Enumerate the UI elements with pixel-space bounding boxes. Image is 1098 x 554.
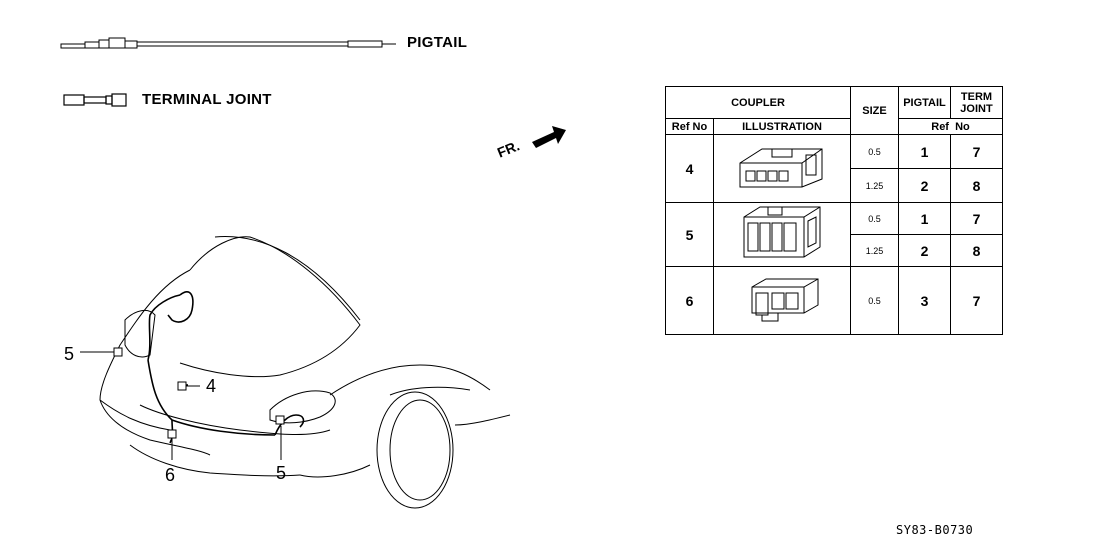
coupler-5-icon: [743, 206, 821, 258]
header-coupler: COUPLER: [665, 86, 851, 119]
callout-leaders: [80, 347, 285, 460]
connector-5-right-marker: [275, 415, 285, 425]
row-term: 7: [950, 202, 1003, 235]
row-pigtail: 1: [898, 202, 951, 235]
callout-4: 4: [206, 376, 217, 396]
coupler-4-icon: [739, 148, 823, 188]
coupler-illustration-5: [713, 202, 851, 267]
header-illustration: ILLUSTRATION: [713, 118, 851, 135]
header-term-line2: JOINT: [960, 102, 993, 115]
callout-5-left: 5: [64, 344, 75, 364]
coupler-illustration-4: [713, 134, 851, 203]
header-ref-no-spaced: Ref No: [898, 118, 1003, 135]
header-ref-no: Ref No: [665, 118, 714, 135]
row-term: 8: [950, 168, 1003, 203]
header-term-joint: TERM JOINT: [950, 86, 1003, 119]
row-pigtail: 1: [898, 134, 951, 169]
pigtail-icon: [60, 37, 396, 49]
row-pigtail: 2: [898, 234, 951, 267]
pigtail-label: PIGTAIL: [407, 34, 468, 51]
row-pigtail: 2: [898, 168, 951, 203]
callout-6: 6: [165, 465, 176, 485]
row-size: 1.25: [850, 168, 899, 203]
row-term: 7: [950, 134, 1003, 169]
connector-6-marker: [167, 429, 177, 439]
header-term-line1: TERM: [960, 90, 993, 103]
row-size: 0.5: [850, 134, 899, 169]
header-pigtail: PIGTAIL: [898, 86, 951, 119]
coupler-illustration-6: [713, 266, 851, 335]
table-row: 1.25 2 8: [666, 234, 1003, 267]
coupler-6-icon: [751, 278, 819, 322]
connector-reference-table: COUPLER SIZE PIGTAIL TERM JOINT Ref No I…: [665, 86, 1003, 335]
row-size: 0.5: [850, 202, 899, 235]
row-term: 8: [950, 234, 1003, 267]
diagram-code: SY83-B0730: [896, 523, 974, 537]
connector-4-marker: [177, 381, 187, 391]
front-arrow-icon: [532, 126, 566, 148]
car-body-outline: [99, 236, 511, 509]
header-size: SIZE: [850, 86, 899, 135]
row-size: 0.5: [850, 266, 899, 335]
row-term: 7: [950, 266, 1003, 335]
table-row: 6 0.5 3 7: [665, 266, 1003, 335]
row-ref: 4: [665, 134, 714, 203]
callout-5-right: 5: [276, 463, 287, 483]
row-size: 1.25: [850, 234, 899, 267]
front-indicator-label: FR.: [494, 137, 522, 161]
table-row: 4 0.5 1 7: [665, 134, 1003, 203]
row-pigtail: 3: [898, 266, 951, 335]
terminal-joint-label: TERMINAL JOINT: [142, 91, 272, 108]
row-ref: 6: [665, 266, 714, 335]
terminal-joint-icon: [63, 93, 127, 107]
connector-5-left-marker: [113, 347, 123, 357]
table-row: 5 0.5 1 7: [665, 202, 1003, 267]
row-ref: 5: [665, 202, 714, 267]
vehicle-harness-drawing: [99, 236, 511, 509]
